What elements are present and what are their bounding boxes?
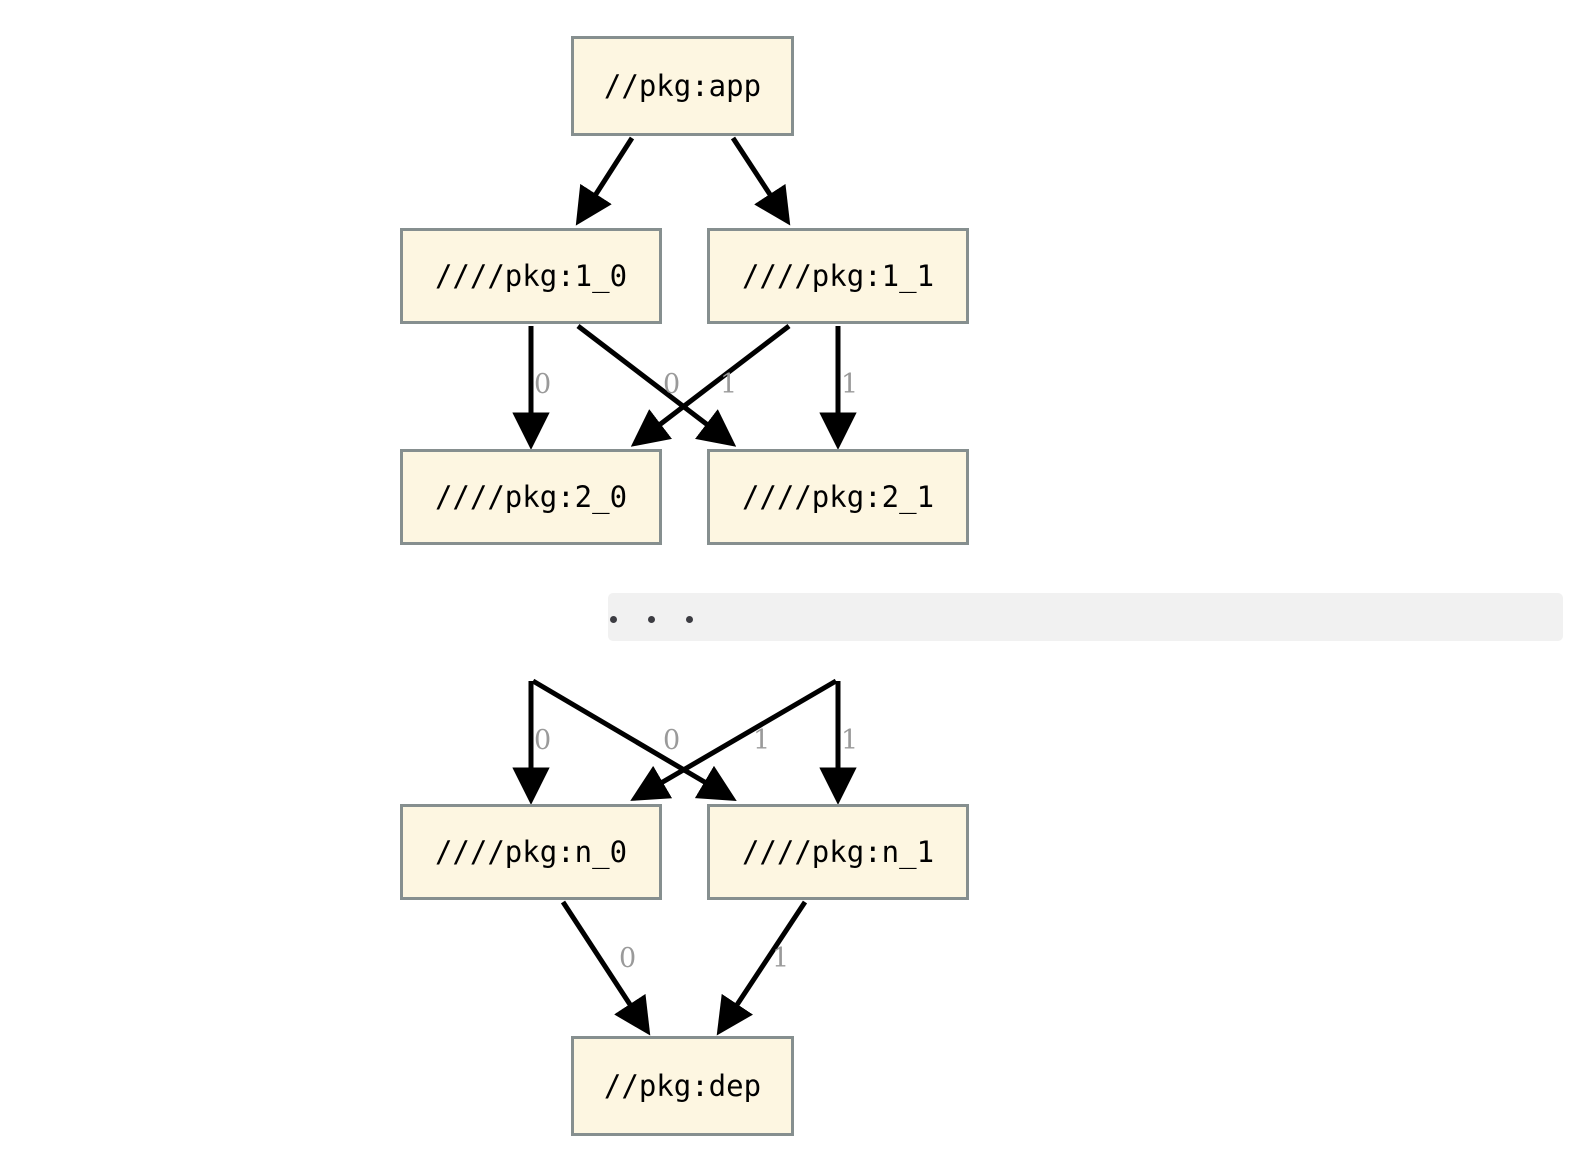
edge-label-above-to-n_0-cross: 1 bbox=[753, 725, 771, 756]
edge-label-1_1-to-2_1: 1 bbox=[841, 369, 859, 400]
node-dep[interactable]: //pkg:dep bbox=[571, 1036, 794, 1136]
ellipsis-dots bbox=[610, 616, 724, 623]
node-n_1[interactable]: ////pkg:n_1 bbox=[707, 804, 969, 900]
node-1_1[interactable]: ////pkg:1_1 bbox=[707, 228, 969, 324]
node-label-1_1: ////pkg:1_1 bbox=[741, 259, 935, 293]
node-label-n_0: ////pkg:n_0 bbox=[434, 835, 628, 869]
node-1_0[interactable]: ////pkg:1_0 bbox=[400, 228, 662, 324]
node-n_0[interactable]: ////pkg:n_0 bbox=[400, 804, 662, 900]
node-2_0[interactable]: ////pkg:2_0 bbox=[400, 449, 662, 545]
node-label-n_1: ////pkg:n_1 bbox=[741, 835, 935, 869]
edge-label-above-to-n_1-cross: 0 bbox=[663, 725, 681, 756]
edge-app-to-1_0 bbox=[575, 136, 635, 226]
node-2_1[interactable]: ////pkg:2_1 bbox=[707, 449, 969, 545]
edge-label-1_1-to-2_0: 1 bbox=[720, 369, 738, 400]
edge-label-n_1-to-dep: 1 bbox=[772, 943, 790, 974]
edge-1_1-to-2_0 bbox=[630, 324, 791, 447]
ellipsis-dot-1 bbox=[610, 616, 617, 623]
node-label-1_0: ////pkg:1_0 bbox=[434, 259, 628, 293]
edge-n_1-to-dep bbox=[716, 900, 808, 1036]
edge-app-to-1_1 bbox=[730, 136, 791, 226]
node-label-2_0: ////pkg:2_0 bbox=[434, 480, 628, 514]
edge-label-1_0-to-2_1: 0 bbox=[663, 369, 681, 400]
ellipsis-dot-2 bbox=[648, 616, 655, 623]
edge-label-above-to-n_1-straight: 1 bbox=[841, 725, 859, 756]
node-app[interactable]: //pkg:app bbox=[571, 36, 794, 136]
node-label-2_1: ////pkg:2_1 bbox=[741, 480, 935, 514]
node-label-dep: //pkg:dep bbox=[603, 1069, 762, 1103]
edge-label-1_0-to-2_0: 0 bbox=[534, 369, 552, 400]
edge-1_0-to-2_1 bbox=[576, 324, 737, 447]
ellipsis-dot-3 bbox=[686, 616, 693, 623]
node-label-app: //pkg:app bbox=[603, 69, 762, 103]
edge-label-above-to-n_0-straight: 0 bbox=[534, 725, 552, 756]
edge-above-to-n_1-cross bbox=[531, 678, 737, 801]
ellipsis-separator-band bbox=[608, 593, 1563, 641]
edge-label-n_0-to-dep: 0 bbox=[619, 943, 637, 974]
